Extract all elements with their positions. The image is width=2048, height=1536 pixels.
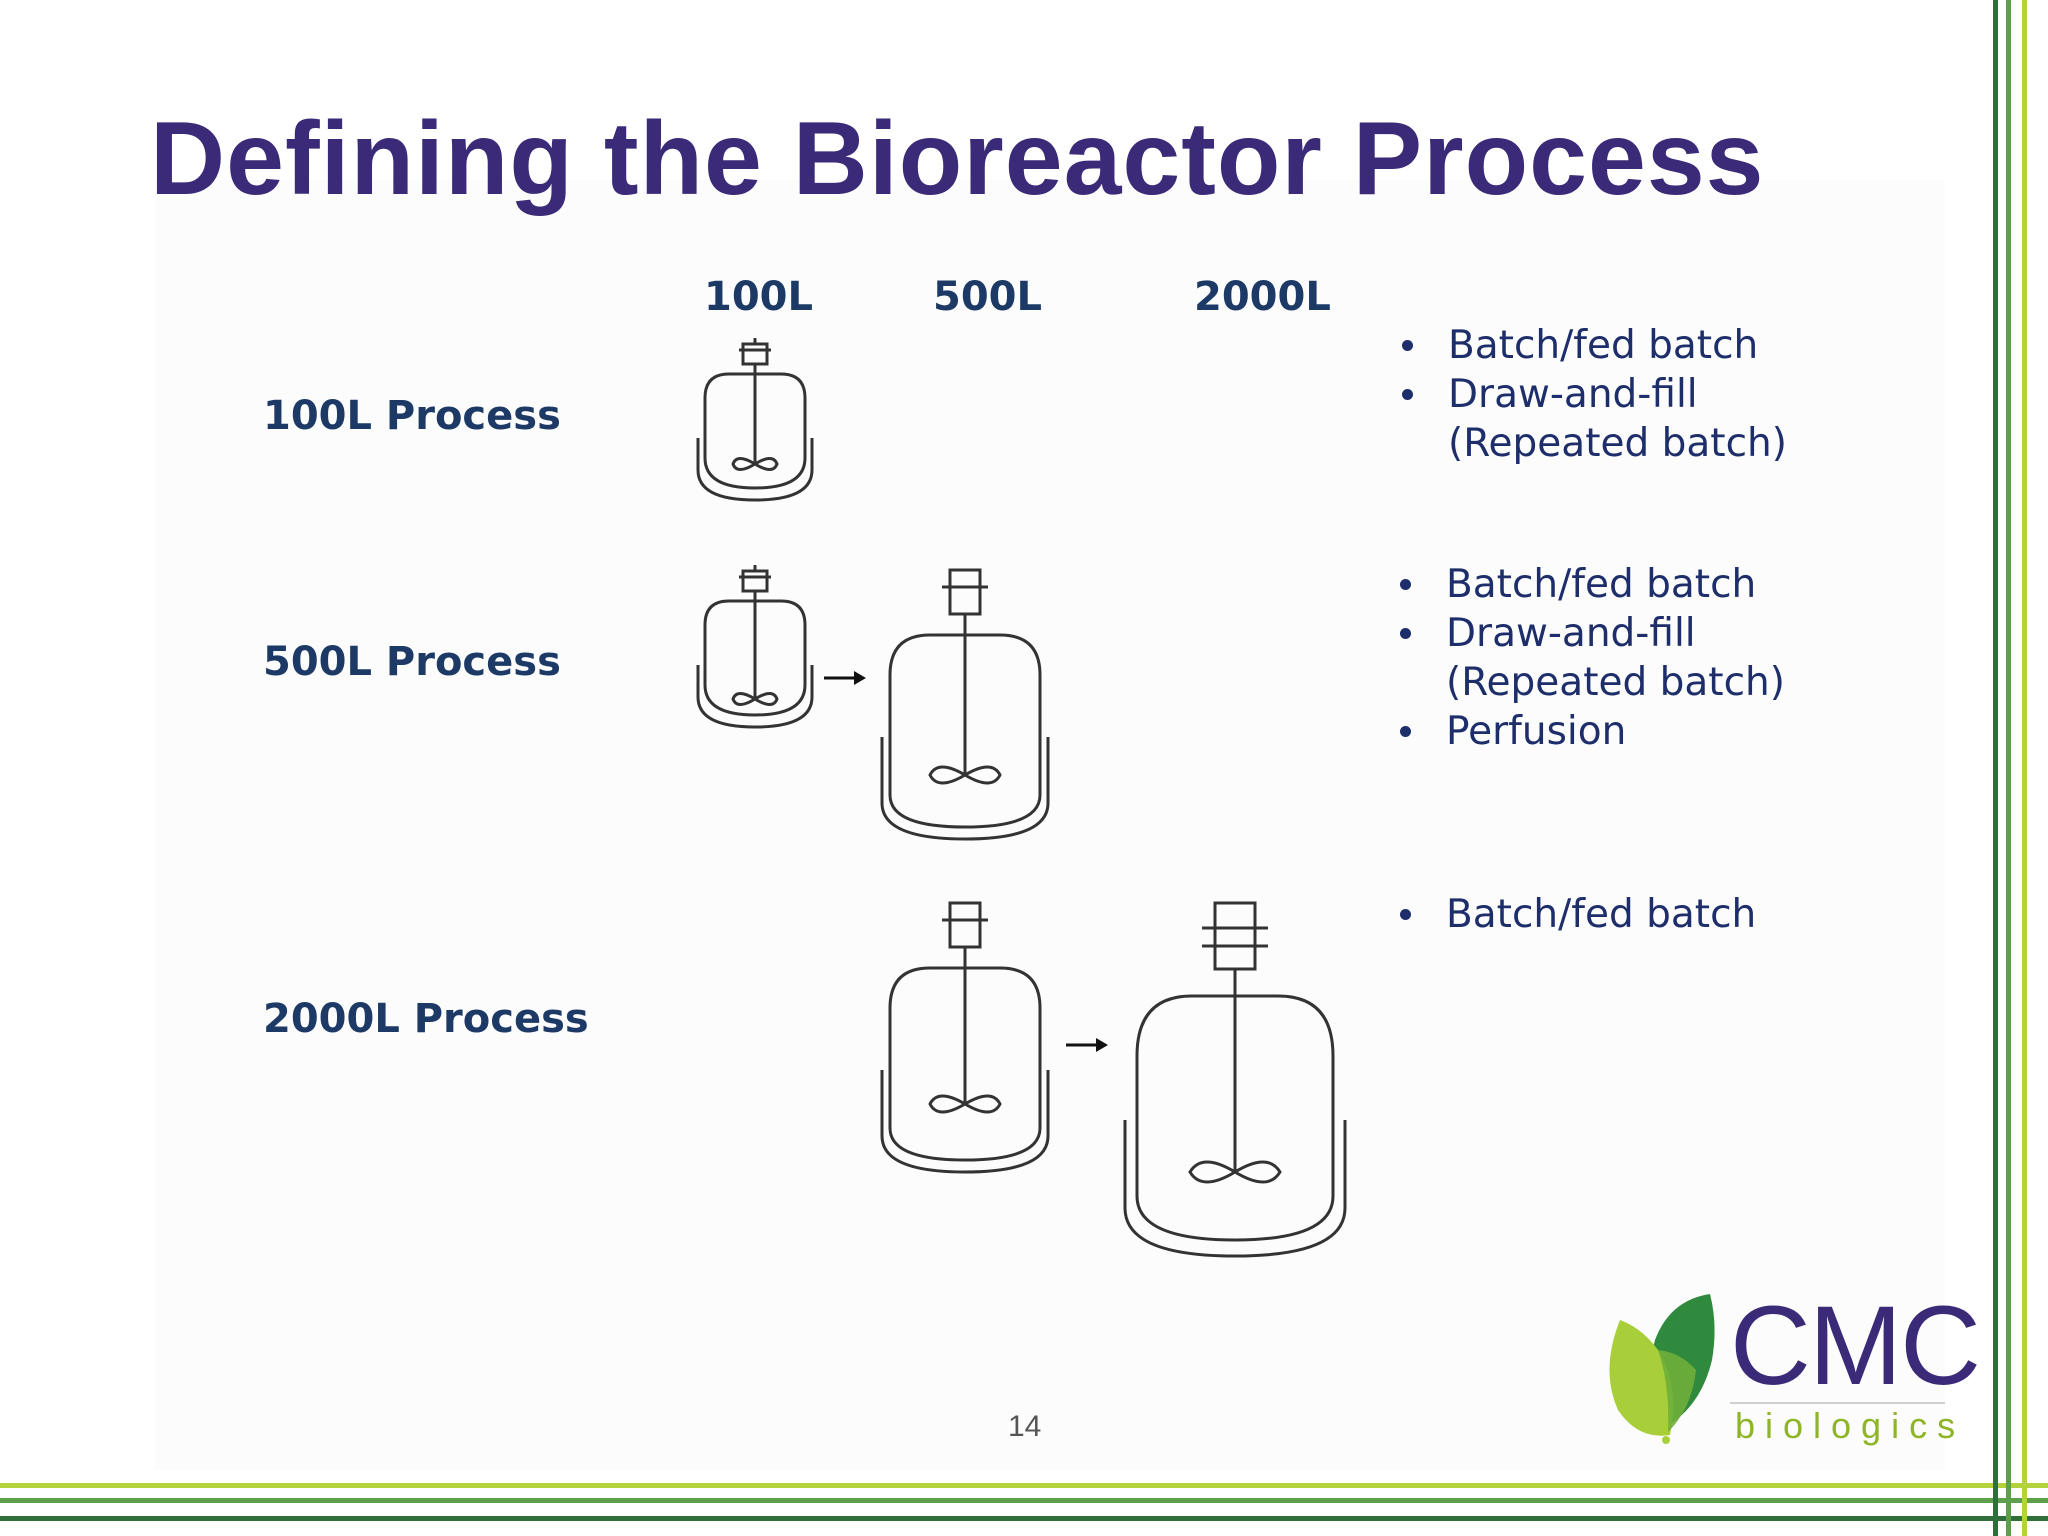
bullet-text: Batch/fed batch [1446,562,1757,607]
bullet-text: Perfusion [1446,709,1627,754]
row-label-500l-process: 500L Process [263,639,561,685]
logo-subtitle: biologics [1735,1405,1966,1446]
bioreactor-500l-icon [880,901,1050,1174]
row-label-2000l-process: 2000L Process [263,996,589,1042]
bullet-item: Batch/fed batch [1396,560,1785,609]
bottom-border-light [0,1483,2048,1488]
bioreactor-100l-icon [696,338,814,502]
bioreactor-500l-icon [880,568,1050,841]
logo-divider [1730,1402,1945,1404]
bullet-item: Draw-and-fill [1398,370,1787,419]
right-border-dark [1993,0,1998,1536]
bullet-item: Draw-and-fill [1396,609,1785,658]
bottom-border-mid [0,1498,2048,1503]
arrow-right-icon [1066,1038,1108,1052]
bullet-item: Batch/fed batch [1396,890,1756,939]
bullet-text: Batch/fed batch [1448,323,1759,368]
bullet-text: Draw-and-fill [1448,372,1698,417]
column-label-2000l: 2000L [1194,274,1331,320]
bullet-list-100l: Batch/fed batch Draw-and-fill (Repeated … [1398,321,1787,468]
right-border-mid [2006,0,2011,1536]
bottom-border-dark [0,1516,2048,1521]
bullet-dot [1402,340,1413,351]
bullet-item-continuation: (Repeated batch) [1398,419,1787,468]
bullet-dot [1400,909,1411,920]
bullet-item: Batch/fed batch [1398,321,1787,370]
bullet-item: Perfusion [1396,707,1785,756]
bullet-list-500l: Batch/fed batch Draw-and-fill (Repeated … [1396,560,1785,756]
bullet-dot [1400,628,1411,639]
slide-title: Defining the Bioreactor Process [150,101,1765,217]
column-label-100l: 100L [704,274,813,320]
column-label-500l: 500L [933,274,1042,320]
diagram-background [155,180,1945,1470]
leaf-logo-icon [1609,1294,1715,1444]
bioreactor-2000l-icon [1123,901,1347,1258]
bullet-item-continuation: (Repeated batch) [1396,658,1785,707]
bioreactor-100l-icon [696,565,814,729]
arrow-right-icon [824,671,866,685]
right-border-light [2022,0,2027,1536]
bullet-text: (Repeated batch) [1448,421,1787,466]
cmc-biologics-logo: CMC biologics [1600,1290,1981,1450]
bullet-dot [1402,389,1413,400]
row-label-100l-process: 100L Process [263,393,561,439]
bullet-dot [1400,579,1411,590]
bullet-dot [1400,726,1411,737]
logo-wordmark: CMC [1730,1283,1981,1408]
page-number: 14 [1008,1410,1042,1443]
bullet-text: (Repeated batch) [1446,660,1785,705]
bullet-text: Batch/fed batch [1446,892,1757,937]
bullet-list-2000l: Batch/fed batch [1396,890,1756,939]
bullet-text: Draw-and-fill [1446,611,1696,656]
